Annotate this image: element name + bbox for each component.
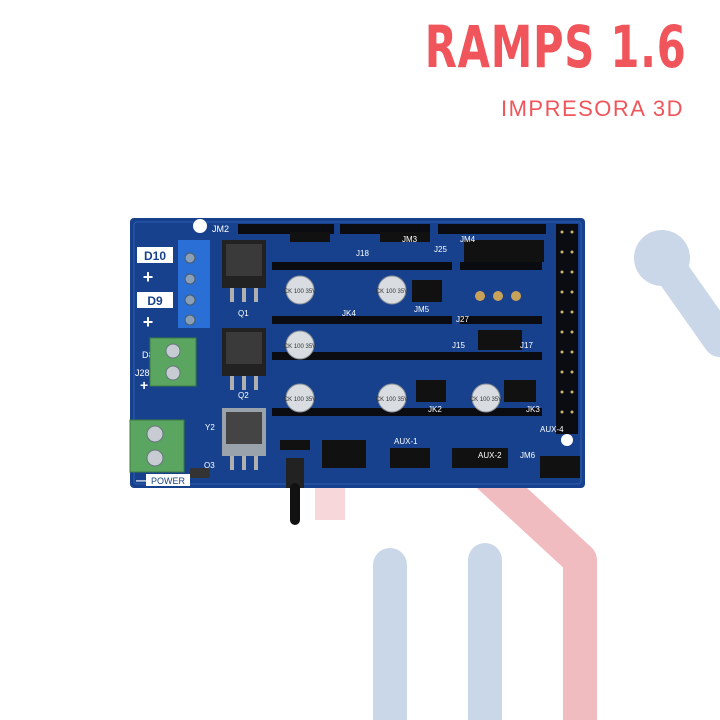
label-y2: Y2 [205, 423, 215, 432]
label-q1: Q1 [238, 309, 249, 318]
pin-headers [280, 232, 580, 478]
label-jm3: JM3 [402, 235, 418, 244]
label-jm4: JM4 [460, 235, 476, 244]
label-plus-3: + [140, 377, 148, 393]
label-jk2: JK2 [428, 405, 442, 414]
cap-text: CK 100 35V [284, 289, 316, 295]
label-j15: J15 [452, 341, 465, 350]
label-j27: J27 [456, 315, 469, 324]
label-jm5: JM5 [414, 305, 430, 314]
driver-sockets [272, 262, 542, 416]
product-subtitle: IMPRESORA 3D [500, 96, 684, 121]
label-plus-2: + [143, 312, 154, 332]
mount-hole [193, 219, 207, 233]
green-terminal-power [129, 419, 185, 473]
label-jm2: JM2 [212, 224, 229, 234]
mosfet-q1 [222, 240, 266, 302]
label-j25: J25 [434, 245, 447, 254]
label-jk4: JK4 [342, 309, 356, 318]
cap-text: CK 100 35V [470, 397, 502, 403]
cap-text: CK 100 35V [376, 397, 408, 403]
mount-hole [561, 434, 573, 446]
label-j18: J18 [356, 249, 369, 258]
right-headers [556, 224, 578, 434]
label-jk3: JK3 [526, 405, 540, 414]
label-d8: D8 [142, 350, 154, 360]
label-plus: + [143, 267, 154, 287]
ramps-board: D10 + D9 + D8 J28 + — POWER JM2 Q1 Q2 Q3… [129, 218, 585, 525]
product-title: RAMPS 1.6 [424, 13, 686, 81]
label-aux4: AUX-4 [540, 425, 564, 434]
green-terminal-top [149, 337, 197, 387]
mosfet-q3 [222, 408, 266, 470]
label-minus: — [136, 475, 147, 487]
left-silkscreen: D10 + D9 + D8 J28 + — POWER JM2 Q1 Q2 Q3… [135, 224, 249, 487]
label-j17: J17 [520, 341, 533, 350]
label-q2: Q2 [238, 391, 249, 400]
label-aux2: AUX-2 [478, 451, 502, 460]
top-headers [238, 224, 546, 234]
reset-switch [286, 458, 304, 488]
header-labels: J18 J25 JM3 JM4 JM5 JK4 J15 J17 J27 JK2 … [342, 235, 564, 460]
cap-text: CK 100 35V [376, 289, 408, 295]
label-d9: D9 [147, 294, 163, 308]
label-q3: Q3 [204, 461, 215, 470]
screw-terminal-blue [178, 240, 210, 328]
capacitors [285, 275, 521, 413]
label-d10: D10 [144, 249, 166, 263]
label-j28: J28 [135, 368, 150, 378]
label-power: POWER [151, 476, 186, 486]
mosfet-q2 [222, 328, 266, 390]
cap-text: CK 100 35V [284, 344, 316, 350]
label-aux1: AUX-1 [394, 437, 418, 446]
cap-text: CK 100 35V [284, 397, 316, 403]
label-jm6: JM6 [520, 451, 536, 460]
